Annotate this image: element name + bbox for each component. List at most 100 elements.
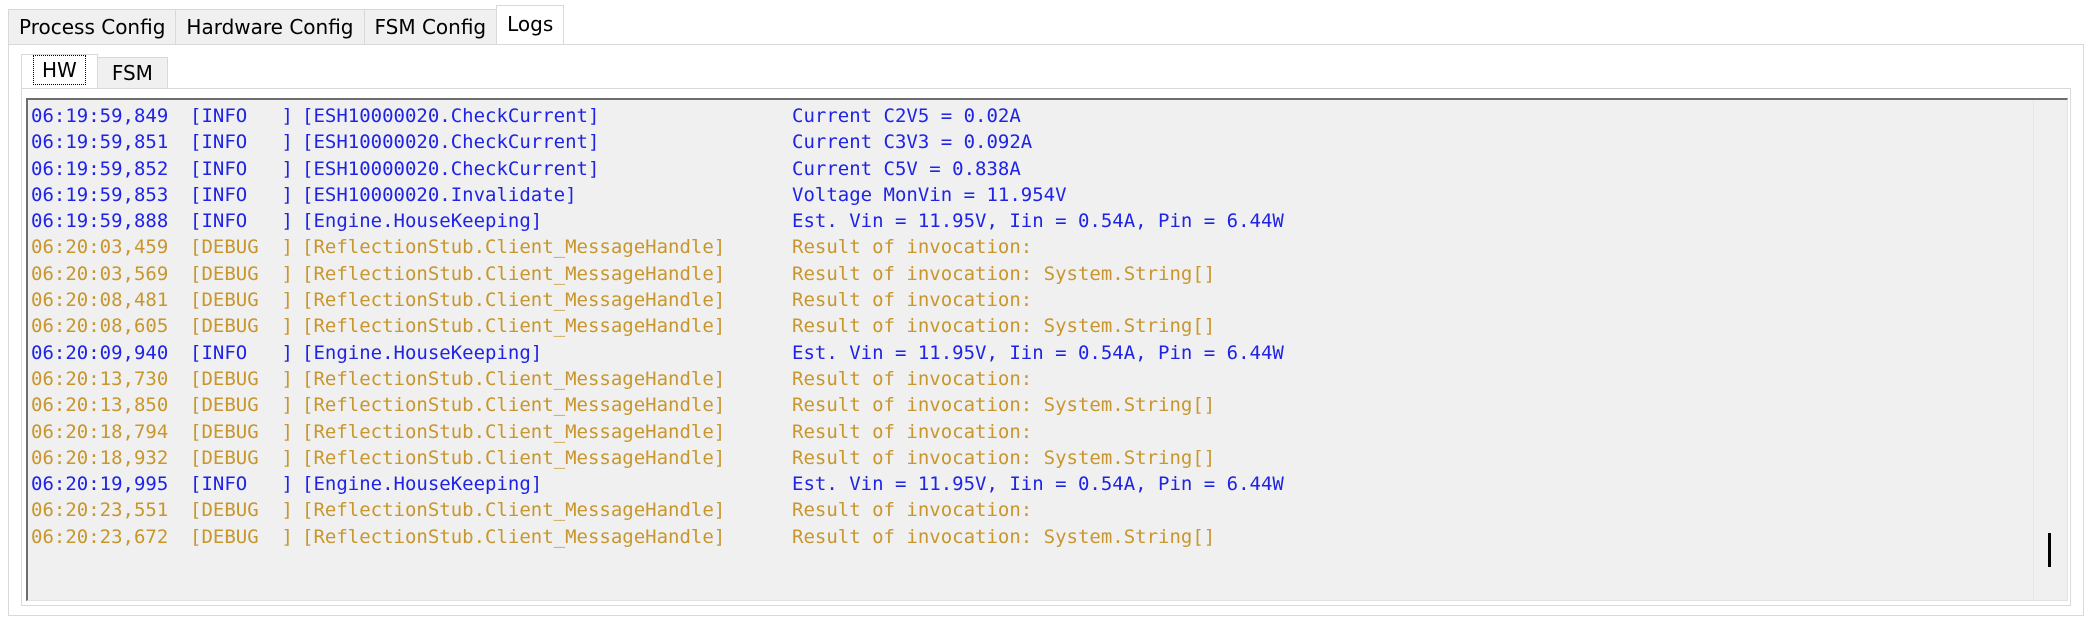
log-message: Current C5V = 0.838A — [792, 157, 1021, 180]
log-timestamp: 06:20:18,932 — [31, 446, 169, 469]
log-source-tab-strip: HW FSM — [21, 54, 168, 88]
log-level: [DEBUG ] — [190, 446, 293, 469]
log-source: [ReflectionStub.Client_MessageHandle] — [302, 236, 726, 259]
log-line: 06:20:23,551 [DEBUG ] [ReflectionStub.Clie… — [31, 497, 2027, 523]
hw-tab-page: 06:19:59,849 [INFO ] [ESH10000020.CheckCur… — [21, 88, 2071, 606]
log-line: 06:20:19,995 [INFO ] [Engine.HouseKeeping]… — [31, 471, 2027, 497]
log-source: [ESH10000020.CheckCurrent] — [302, 131, 600, 154]
log-level: [DEBUG ] — [190, 289, 293, 312]
log-level: [INFO ] — [190, 183, 293, 206]
log-level: [DEBUG ] — [190, 499, 293, 522]
tab-hw[interactable]: HW — [21, 54, 98, 88]
log-source: [ReflectionStub.Client_MessageHandle] — [302, 499, 726, 522]
log-timestamp: 06:20:09,940 — [31, 341, 169, 364]
log-line: 06:19:59,888 [INFO ] [Engine.HouseKeeping]… — [31, 208, 2027, 234]
log-timestamp: 06:20:19,995 — [31, 473, 169, 496]
log-message: Est. Vin = 11.95V, Iin = 0.54A, Pin = 6.… — [792, 210, 1284, 233]
log-line: 06:19:59,849 [INFO ] [ESH10000020.CheckCur… — [31, 103, 2027, 129]
log-message: Result of invocation: System.String[] — [792, 315, 1216, 338]
log-message: Result of invocation: — [792, 499, 1033, 522]
log-line: 06:20:03,459 [DEBUG ] [ReflectionStub.Clie… — [31, 234, 2027, 260]
log-source: [ReflectionStub.Client_MessageHandle] — [302, 420, 726, 443]
log-line: 06:20:08,481 [DEBUG ] [ReflectionStub.Clie… — [31, 287, 2027, 313]
log-level: [DEBUG ] — [190, 367, 293, 390]
log-message: Result of invocation: — [792, 367, 1033, 390]
log-line: 06:20:08,605 [DEBUG ] [ReflectionStub.Clie… — [31, 313, 2027, 339]
log-line: 06:20:18,932 [DEBUG ] [ReflectionStub.Clie… — [31, 445, 2027, 471]
log-level: [DEBUG ] — [190, 236, 293, 259]
log-source: [ESH10000020.CheckCurrent] — [302, 157, 600, 180]
log-message: Est. Vin = 11.95V, Iin = 0.54A, Pin = 6.… — [792, 341, 1284, 364]
log-message: Result of invocation: System.String[] — [792, 262, 1216, 285]
log-source: [ReflectionStub.Client_MessageHandle] — [302, 315, 726, 338]
log-level: [INFO ] — [190, 131, 293, 154]
logs-tab-page: HW FSM 06:19:59,849 [INFO ] [ESH10000020.C… — [8, 44, 2084, 616]
log-level: [DEBUG ] — [190, 315, 293, 338]
log-source: [ReflectionStub.Client_MessageHandle] — [302, 525, 726, 548]
log-source: [Engine.HouseKeeping] — [302, 473, 543, 496]
scrollbar-thumb[interactable] — [2048, 533, 2051, 567]
log-source: [Engine.HouseKeeping] — [302, 341, 543, 364]
tab-logs[interactable]: Logs — [496, 5, 565, 44]
log-textbox[interactable]: 06:19:59,849 [INFO ] [ESH10000020.CheckCur… — [26, 98, 2068, 601]
log-message: Current C3V3 = 0.092A — [792, 131, 1033, 154]
scrollbar-track — [2033, 100, 2034, 600]
log-level: [DEBUG ] — [190, 420, 293, 443]
log-level: [INFO ] — [190, 210, 293, 233]
log-line: 06:19:59,853 [INFO ] [ESH10000020.Invalida… — [31, 182, 2027, 208]
log-line: 06:19:59,852 [INFO ] [ESH10000020.CheckCur… — [31, 156, 2027, 182]
log-line: 06:20:09,940[INFO ][Engine.HouseKeeping]… — [31, 340, 2027, 366]
log-message: Est. Vin = 11.95V, Iin = 0.54A, Pin = 6.… — [792, 473, 1284, 496]
log-lines: 06:19:59,849 [INFO ] [ESH10000020.CheckCur… — [31, 103, 2027, 550]
log-source: [ESH10000020.CheckCurrent] — [302, 105, 600, 127]
log-source: [ReflectionStub.Client_MessageHandle] — [302, 289, 726, 312]
log-message: Result of invocation: — [792, 420, 1033, 443]
log-timestamp: 06:20:08,605 — [31, 315, 169, 338]
log-timestamp: 06:20:13,730 — [31, 367, 169, 390]
log-source: [ReflectionStub.Client_MessageHandle] — [302, 446, 726, 469]
log-timestamp: 06:20:18,794 — [31, 420, 169, 443]
log-timestamp: 06:19:59,853 — [31, 183, 169, 206]
log-level: [INFO ] — [190, 157, 293, 180]
log-message: Result of invocation: System.String[] — [792, 446, 1216, 469]
main-tab-strip: Process Config Hardware Config FSM Confi… — [8, 5, 565, 44]
log-source: [ReflectionStub.Client_MessageHandle] — [302, 262, 726, 285]
log-timestamp: 06:20:13,850 — [31, 394, 169, 417]
log-source: [ReflectionStub.Client_MessageHandle] — [302, 367, 726, 390]
log-message: Result of invocation: System.String[] — [792, 394, 1216, 417]
log-line: 06:19:59,851 [INFO ] [ESH10000020.CheckCur… — [31, 129, 2027, 155]
tab-hardware-config[interactable]: Hardware Config — [175, 9, 365, 44]
log-level: [INFO ] — [190, 473, 293, 496]
log-message: Current C2V5 = 0.02A — [792, 105, 1021, 127]
log-line: 06:20:03,569[DEBUG ][ReflectionStub.Clie… — [31, 261, 2027, 287]
log-timestamp: 06:19:59,849 — [31, 105, 169, 127]
tab-hw-label: HW — [33, 55, 86, 85]
tab-fsm-config[interactable]: FSM Config — [363, 9, 498, 44]
log-source: [ReflectionStub.Client_MessageHandle] — [302, 394, 726, 417]
log-level: [DEBUG ] — [190, 394, 293, 417]
log-line: 06:20:23,672 [DEBUG ] [ReflectionStub.Clie… — [31, 524, 2027, 550]
log-timestamp: 06:19:59,852 — [31, 157, 169, 180]
log-message: Voltage MonVin = 11.954V — [792, 183, 1067, 206]
log-message: Result of invocation: — [792, 289, 1033, 312]
log-source: [ESH10000020.Invalidate] — [302, 183, 577, 206]
log-line: 06:20:13,850 [DEBUG ] [ReflectionStub.Clie… — [31, 392, 2027, 418]
log-source: [Engine.HouseKeeping] — [302, 210, 543, 233]
log-timestamp: 06:20:08,481 — [31, 289, 169, 312]
log-line: 06:20:18,794 [DEBUG ] [ReflectionStub.Clie… — [31, 419, 2027, 445]
log-message: Result of invocation: — [792, 236, 1033, 259]
log-timestamp: 06:19:59,888 — [31, 210, 169, 233]
log-timestamp: 06:20:03,459 — [31, 236, 169, 259]
log-level: [INFO ] — [190, 105, 293, 127]
log-timestamp: 06:19:59,851 — [31, 131, 169, 154]
tab-fsm[interactable]: FSM — [96, 57, 168, 88]
log-level: [DEBUG ] — [190, 525, 293, 548]
log-line: 06:20:13,730 [DEBUG ] [ReflectionStub.Clie… — [31, 366, 2027, 392]
vertical-scrollbar[interactable] — [2033, 100, 2067, 600]
log-level: [DEBUG ] — [190, 262, 293, 285]
log-timestamp: 06:20:23,672 — [31, 525, 169, 548]
log-timestamp: 06:20:23,551 — [31, 499, 169, 522]
tab-process-config[interactable]: Process Config — [8, 9, 177, 44]
log-message: Result of invocation: System.String[] — [792, 525, 1216, 548]
